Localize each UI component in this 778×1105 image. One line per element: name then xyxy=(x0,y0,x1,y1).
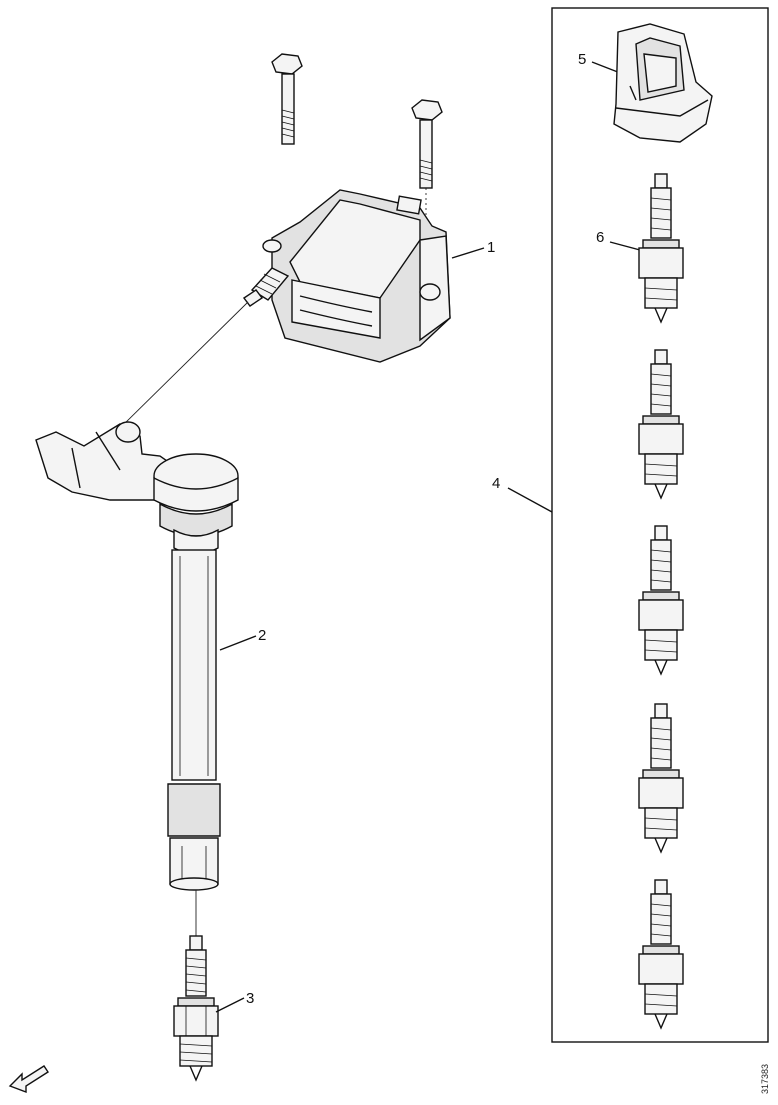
kit-plug-4 xyxy=(638,703,684,854)
kit-frame xyxy=(551,7,769,1043)
front-arrow-icon xyxy=(8,1065,49,1094)
callout-4: 4 xyxy=(492,475,500,492)
ignition-coil xyxy=(242,189,451,363)
leader-3 xyxy=(215,997,245,1013)
callout-1: 1 xyxy=(487,239,495,256)
leader-2 xyxy=(219,635,257,651)
ignition-lead xyxy=(35,421,239,891)
kit-plug-3 xyxy=(638,525,684,676)
leader-6 xyxy=(609,241,641,251)
bolt-right xyxy=(411,99,443,290)
reference-number: 317383 xyxy=(760,1064,770,1094)
callout-5: 5 xyxy=(578,51,586,68)
callout-3: 3 xyxy=(246,990,254,1007)
leader-1 xyxy=(451,247,485,259)
leader-4 xyxy=(507,487,553,513)
bolt-left xyxy=(271,53,303,145)
spark-plug-main xyxy=(173,935,219,1082)
kit-plug-1 xyxy=(638,173,684,324)
spark-plug-tool xyxy=(613,23,713,143)
callout-6: 6 xyxy=(596,229,604,246)
kit-plug-2 xyxy=(638,349,684,500)
kit-plug-5 xyxy=(638,879,684,1030)
callout-2: 2 xyxy=(258,627,266,644)
